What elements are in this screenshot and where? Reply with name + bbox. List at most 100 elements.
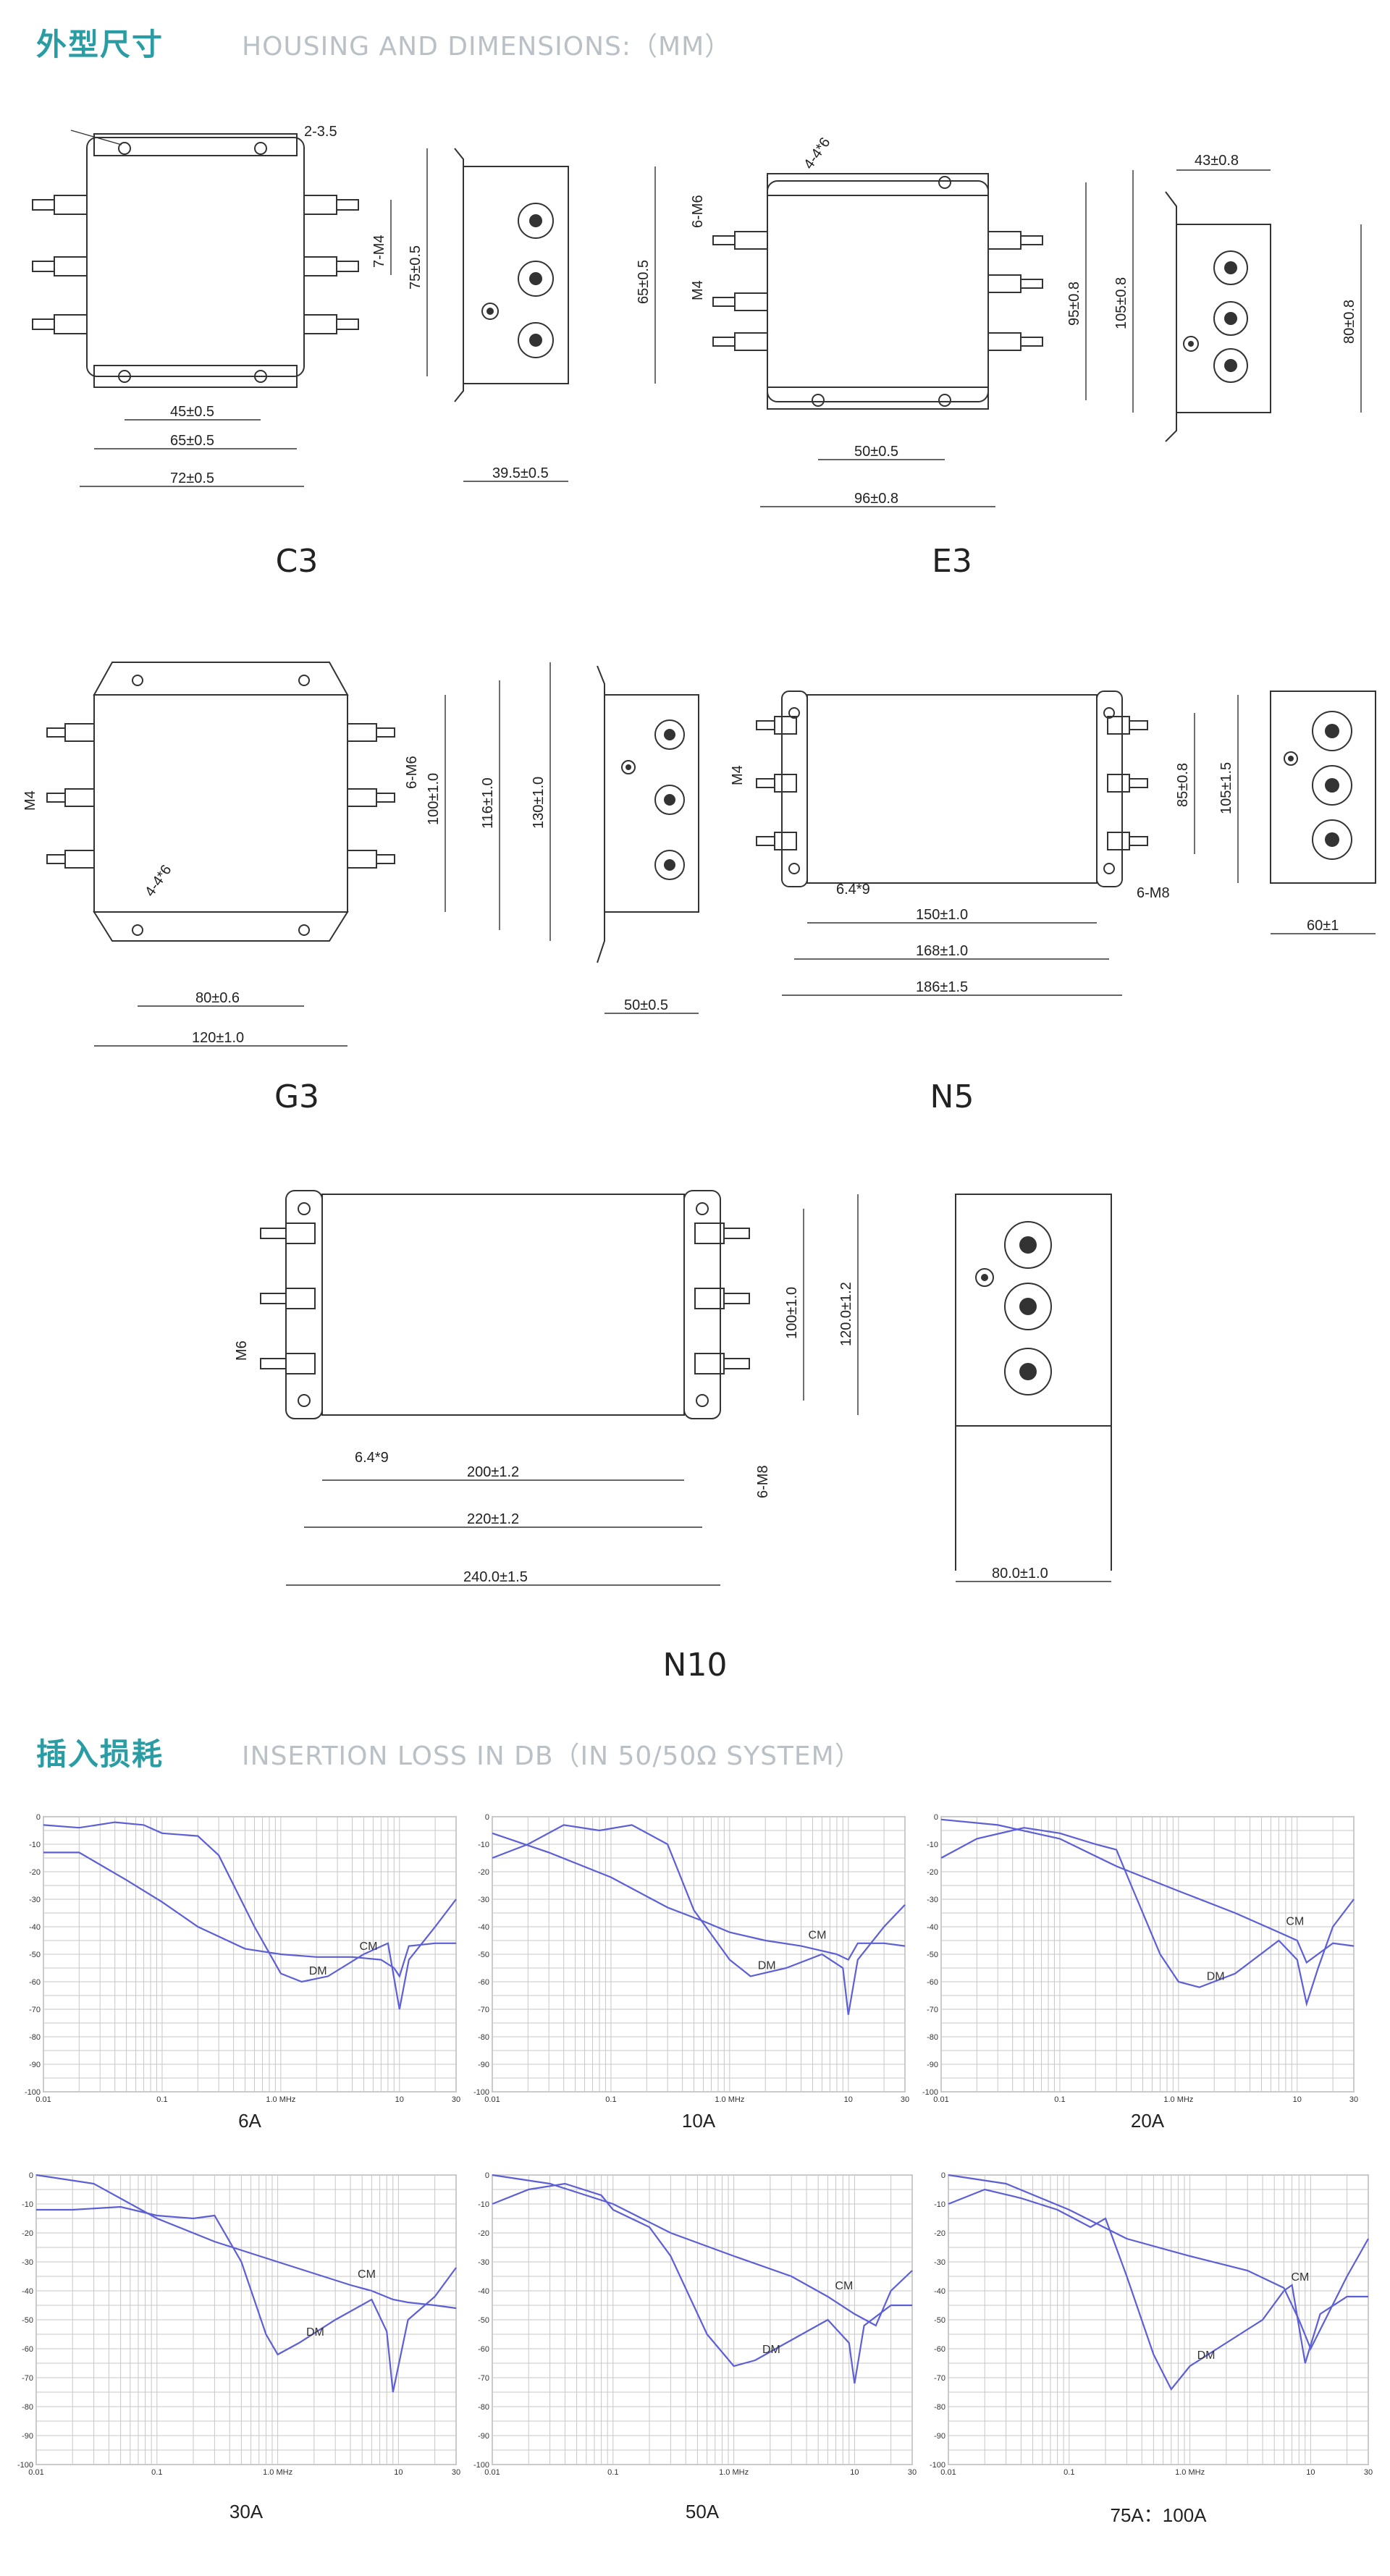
drawing-n10: 6.4*9 M6 6-M8 100±1.0 120.0±1.2 200±1.2 … [234, 1190, 1112, 1586]
y-tick-label: -60 [927, 1978, 938, 1987]
chart-label-5: 50A [685, 2501, 720, 2522]
g3-bolt-dim: M4 [22, 790, 38, 811]
n5-bolt-dim: M4 [730, 765, 746, 785]
e3-side-h-dim: 80±0.8 [1341, 300, 1357, 344]
dimensions-title-cn: 外型尺寸 [36, 27, 164, 62]
series-label-dm: DM [306, 2326, 324, 2339]
x-tick-label: 0.01 [940, 2468, 956, 2477]
model-label-n10: N10 [662, 1647, 728, 1684]
series-label-cm: CM [360, 1941, 378, 1953]
n10-bolt-dim: M6 [234, 1340, 250, 1361]
y-tick-label: -30 [478, 2258, 489, 2267]
x-tick-label: 30 [901, 2095, 909, 2104]
x-tick-label: 30 [452, 2095, 460, 2104]
model-label-c3: C3 [275, 543, 319, 580]
x-tick-label: 0.1 [156, 2095, 167, 2104]
x-tick-label: 10 [394, 2468, 403, 2477]
series-label-dm: DM [1207, 1971, 1225, 1983]
n5-w2-dim: 168±1.0 [916, 943, 968, 959]
series-line-cm [948, 2174, 1369, 2351]
y-tick-label: -100 [473, 2088, 489, 2097]
y-tick-label: -80 [478, 2403, 489, 2412]
y-tick-label: -80 [927, 2033, 938, 2042]
x-tick-label: 1.0 MHz [715, 2095, 744, 2104]
x-tick-label: 0.1 [1063, 2468, 1074, 2477]
y-tick-label: -70 [478, 2374, 489, 2383]
n5-h1-dim: 85±0.8 [1175, 763, 1191, 807]
y-tick-label: -90 [934, 2432, 945, 2441]
insertion-title-en: INSERTION LOSS IN DB（IN 50/50Ω SYSTEM） [242, 1741, 862, 1771]
series-line-cm [492, 2174, 913, 2327]
y-tick-label: -20 [478, 1868, 489, 1877]
x-tick-label: 0.01 [35, 2095, 51, 2104]
y-tick-label: -50 [29, 1951, 41, 1959]
y-tick-label: -80 [22, 2403, 33, 2412]
n5-depth-dim: 60±1 [1307, 918, 1339, 934]
series-label-cm: CM [358, 2268, 376, 2281]
y-tick-label: -10 [29, 1841, 41, 1849]
y-tick-label: -60 [478, 2345, 489, 2354]
c3-hole-dim: 2-3.5 [304, 124, 337, 140]
x-tick-label: 10 [1293, 2095, 1302, 2104]
x-tick-label: 0.01 [484, 2468, 500, 2477]
y-tick-label: -70 [927, 2006, 938, 2014]
chart-label-3: 20A [1130, 2110, 1165, 2132]
chart-label-4: 30A [229, 2501, 264, 2522]
y-tick-label: -20 [29, 1868, 41, 1877]
y-tick-label: -40 [927, 1923, 938, 1932]
g3-h1-dim: 100±1.0 [426, 773, 442, 825]
series-line-dm [940, 1827, 1355, 2007]
series-line-dm [948, 2188, 1368, 2391]
dimensions-section-title: 外型尺寸 HOUSING AND DIMENSIONS:（MM） [36, 20, 731, 64]
y-tick-label: -60 [478, 1978, 489, 1987]
drawing-g3: 4-4*6 M4 6-M6 100±1.0 116±1.0 130±1.0 80… [22, 662, 699, 1047]
y-tick-label: 0 [934, 1813, 938, 1822]
series-label-dm: DM [1197, 2349, 1216, 2362]
series-label-dm: DM [758, 1959, 776, 1972]
c3-w1-dim: 45±0.5 [170, 404, 214, 420]
y-tick-label: -10 [478, 1841, 489, 1849]
series-label-cm: CM [835, 2280, 853, 2292]
g3-w2-dim: 120±1.0 [192, 1030, 244, 1046]
x-tick-label: 10 [844, 2095, 853, 2104]
y-tick-label: -70 [22, 2374, 33, 2383]
x-tick-label: 1.0 MHz [1163, 2095, 1193, 2104]
model-label-e3: E3 [932, 543, 972, 580]
n5-w1-dim: 150±1.0 [916, 907, 968, 923]
n10-h1-dim: 100±1.0 [784, 1287, 800, 1339]
y-tick-label: -100 [17, 2461, 33, 2470]
e3-h2-dim: 105±0.8 [1113, 277, 1129, 329]
drawing-n5: 6.4*9 M4 6-M8 85±0.8 105±1.5 150±1.0 168… [730, 691, 1376, 996]
n5-hole-dim: 6.4*9 [836, 882, 870, 898]
n10-w2-dim: 220±1.2 [467, 1511, 519, 1527]
y-tick-label: -50 [478, 2316, 489, 2325]
x-tick-label: 1.0 MHz [719, 2468, 749, 2477]
y-tick-label: -70 [934, 2374, 945, 2383]
g3-depth-dim: 50±0.5 [624, 997, 668, 1013]
chart-label-1: 6A [238, 2110, 261, 2132]
y-tick-label: -80 [478, 2033, 489, 2042]
x-tick-label: 1.0 MHz [266, 2095, 295, 2104]
y-tick-label: 0 [29, 2171, 33, 2180]
insertion-section-title: 插入损耗 INSERTION LOSS IN DB（IN 50/50Ω SYST… [36, 1730, 862, 1774]
y-tick-label: 0 [36, 1813, 41, 1822]
y-tick-label: -100 [25, 2088, 41, 2097]
e3-bolt-dim: M4 [690, 280, 706, 300]
dimensions-title-en: HOUSING AND DIMENSIONS:（MM） [242, 32, 732, 62]
series-line-cm [940, 1818, 1355, 1964]
g3-w1-dim: 80±0.6 [195, 990, 240, 1006]
series-line-dm [492, 2182, 912, 2384]
y-tick-label: -10 [478, 2200, 489, 2209]
model-label-g3: G3 [274, 1078, 320, 1115]
c3-h1-dim: 75±0.5 [408, 245, 424, 290]
y-tick-label: -20 [934, 2229, 945, 2238]
y-tick-label: -40 [29, 1923, 41, 1932]
x-tick-label: 10 [1306, 2468, 1315, 2477]
c3-w3-dim: 72±0.5 [170, 470, 214, 486]
y-tick-label: -20 [927, 1868, 938, 1877]
series-line-dm [43, 1821, 457, 2010]
x-tick-label: 1.0 MHz [1175, 2468, 1205, 2477]
e3-mount-dim: 6-M6 [690, 195, 706, 228]
